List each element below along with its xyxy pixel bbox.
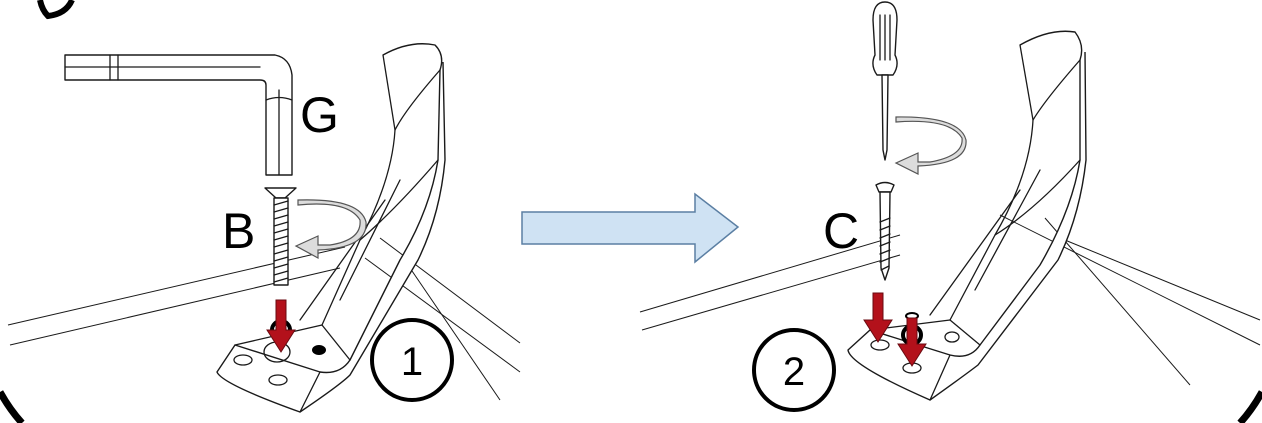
step-1-panel: G B 1 bbox=[7, 43, 521, 413]
down-arrow-icon bbox=[266, 299, 296, 353]
part-label-b: B bbox=[222, 203, 255, 259]
next-step-arrow-icon bbox=[521, 192, 740, 264]
down-arrow-icon-right bbox=[897, 317, 927, 367]
rotate-arrow-icon-2 bbox=[894, 116, 967, 175]
step-number-1-text: 1 bbox=[401, 340, 423, 384]
down-arrow-icon-left bbox=[863, 292, 893, 343]
wood-screw-icon bbox=[875, 181, 895, 281]
step-number-1: 1 bbox=[370, 318, 454, 402]
step-number-2-text: 2 bbox=[783, 350, 805, 394]
step-2-panel: C 2 bbox=[639, 1, 1261, 412]
rotate-arrow-icon bbox=[294, 199, 367, 260]
part-label-c: C bbox=[823, 203, 859, 259]
bolt-icon bbox=[264, 187, 297, 286]
step-number-2: 2 bbox=[752, 328, 836, 412]
table-frame-lines-2 bbox=[639, 214, 1261, 386]
screwdriver-icon bbox=[872, 1, 898, 161]
tool-label-g: G bbox=[300, 87, 339, 143]
hex-key-icon bbox=[64, 54, 293, 176]
